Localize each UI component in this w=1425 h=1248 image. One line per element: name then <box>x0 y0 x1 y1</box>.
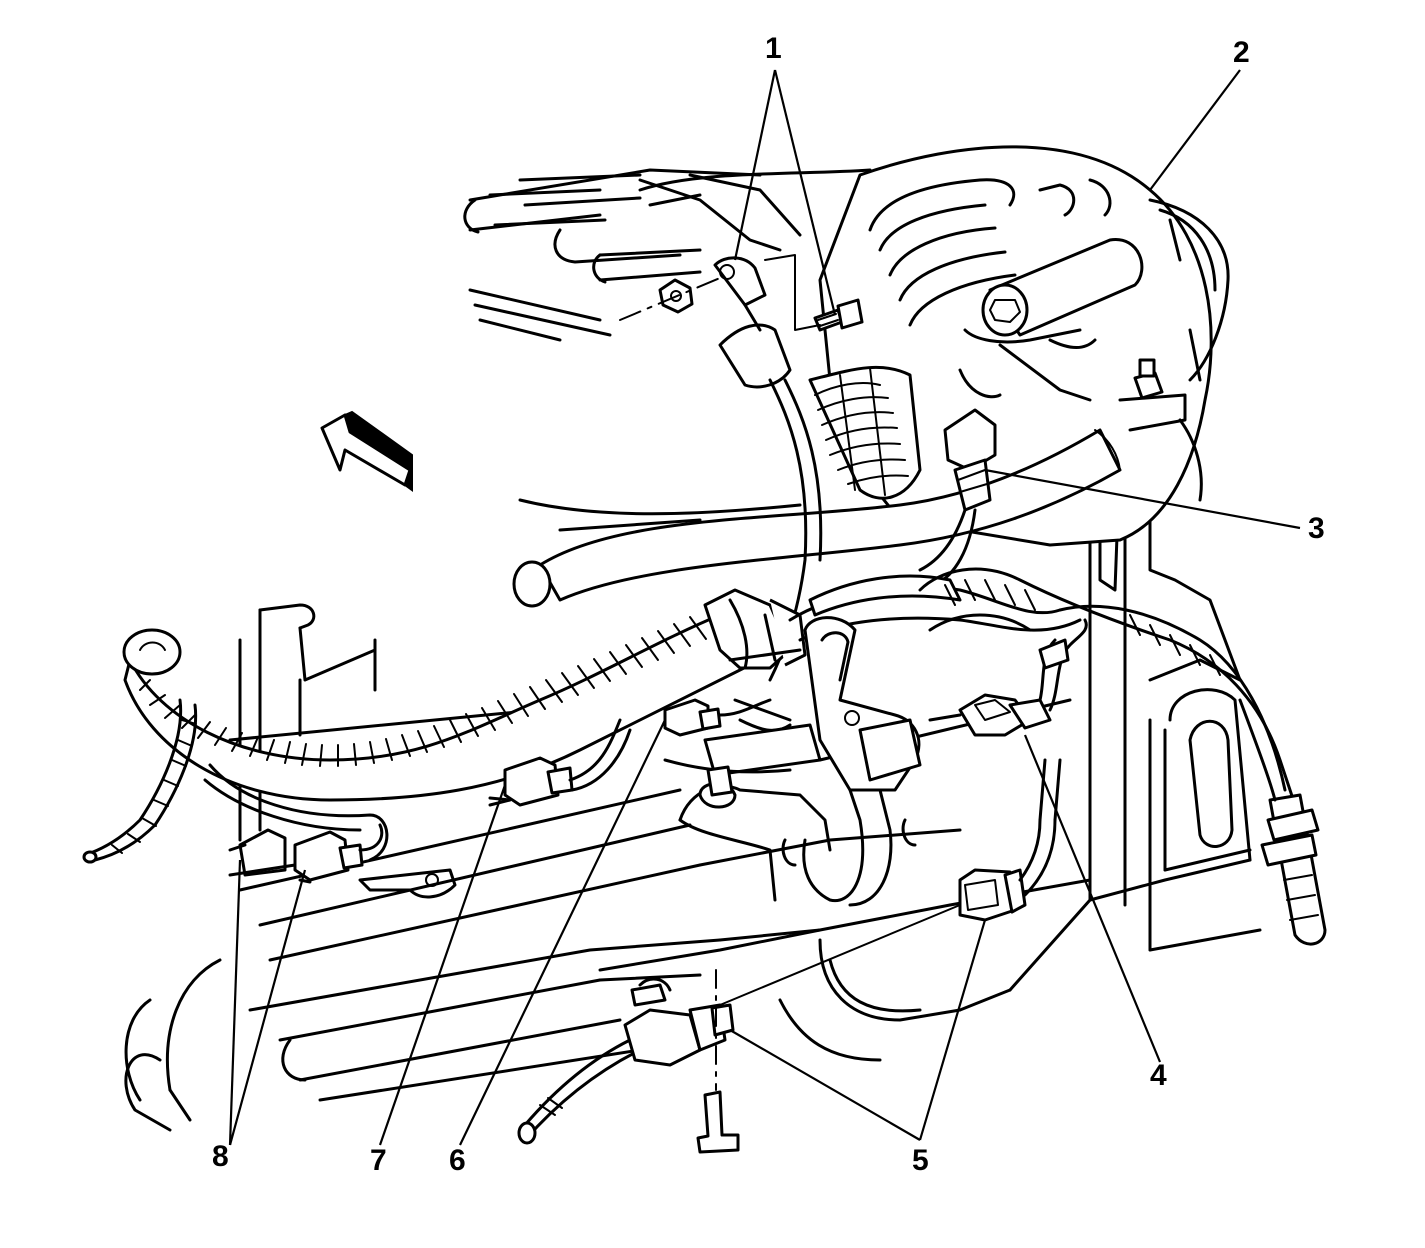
harness-bracket <box>728 616 922 907</box>
callout-3: 3 <box>1308 512 1325 545</box>
callout-5: 5 <box>912 1144 929 1177</box>
connector-6 <box>663 698 772 737</box>
connector-7 <box>488 718 632 807</box>
generator-harness <box>808 365 922 500</box>
callout-7: 7 <box>370 1144 387 1177</box>
heater-hose <box>512 428 1122 608</box>
main-wire-harness <box>82 567 1327 946</box>
connector-5-lower <box>517 904 961 1154</box>
callout-6: 6 <box>449 1144 466 1177</box>
callout-2: 2 <box>1233 36 1250 69</box>
ground-plate <box>663 723 917 902</box>
leader-lines <box>228 69 1301 1146</box>
forward-arrow-icon <box>320 410 413 492</box>
callout-1: 1 <box>765 32 782 65</box>
connector-4 <box>928 618 1088 737</box>
connector-5-upper <box>958 758 1062 922</box>
connector-8 <box>228 823 384 884</box>
callout-4: 4 <box>1150 1059 1167 1092</box>
callout-labels: 1 2 3 4 5 6 7 8 <box>212 32 1325 1177</box>
engine-block <box>124 168 1262 1132</box>
battery-cable <box>619 254 864 682</box>
callout-8: 8 <box>212 1140 229 1173</box>
